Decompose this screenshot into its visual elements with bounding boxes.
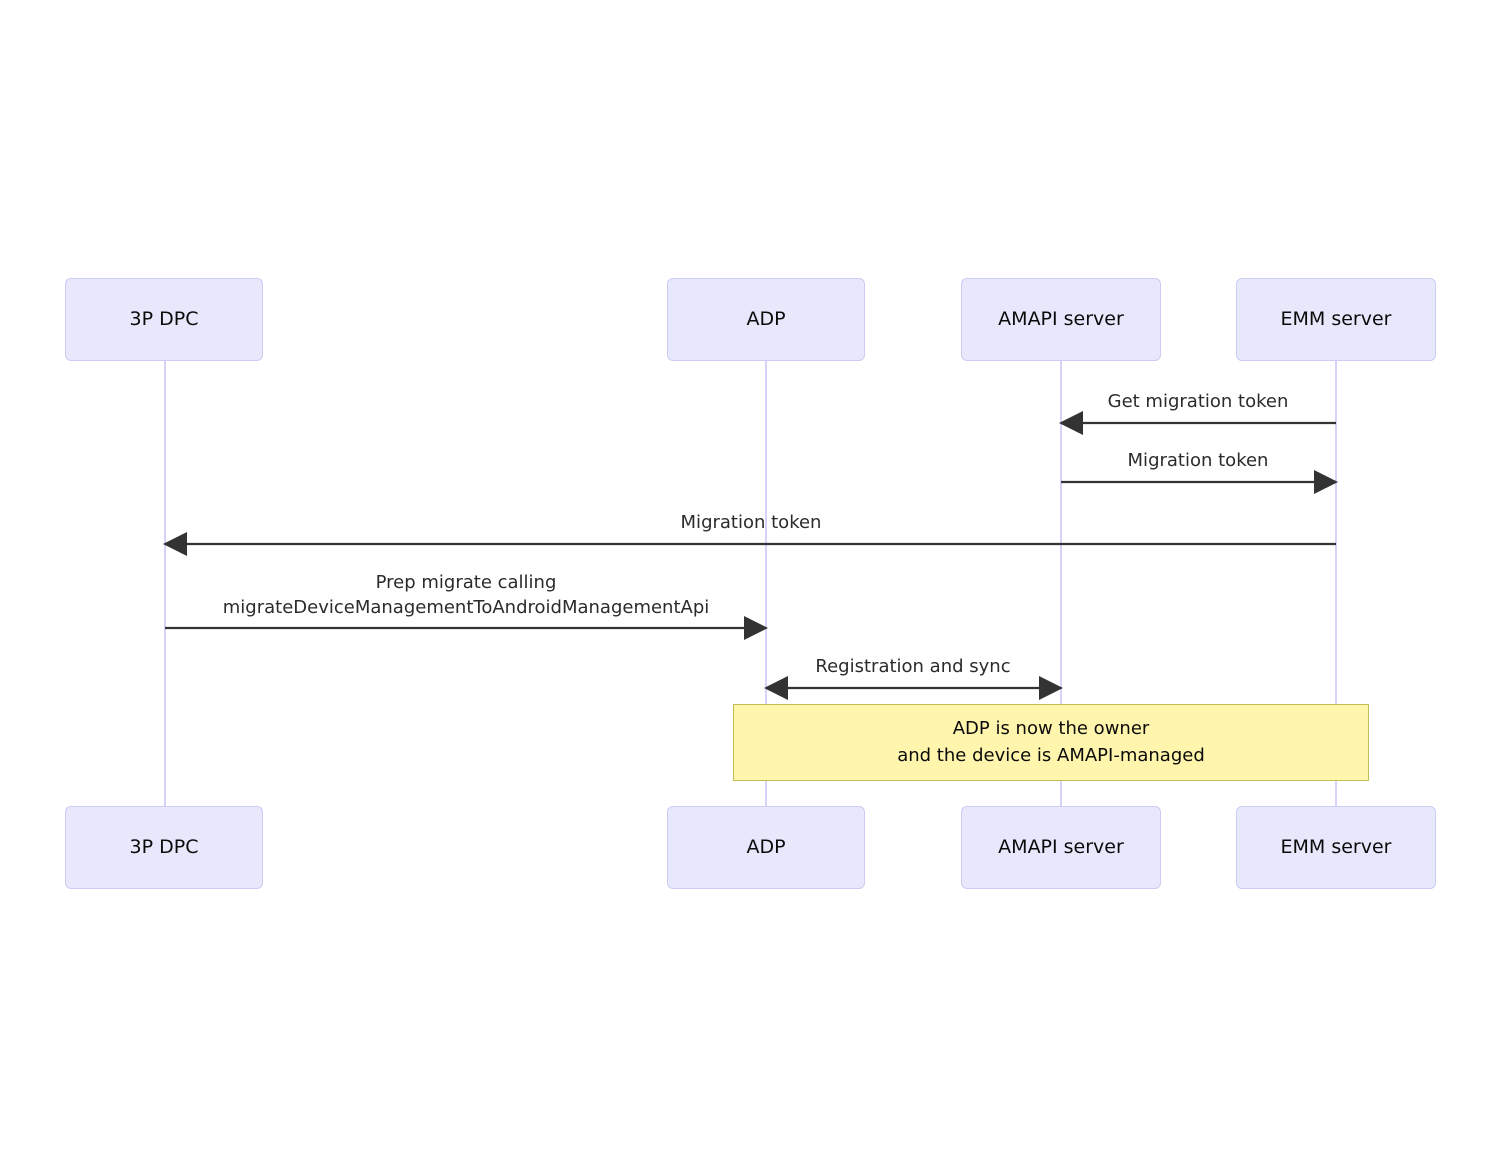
note-line: ADP is now the owner [952, 718, 1150, 740]
participant-label-amapi: AMAPI server [998, 308, 1124, 331]
message-label-m2: Migration token [1127, 450, 1269, 471]
note-line: and the device is AMAPI-managed [897, 744, 1205, 766]
message-label-m3: Migration token [680, 512, 822, 533]
participant-box-dpc-top: 3P DPC [65, 278, 263, 361]
message-label-m1: Get migration token [1107, 391, 1289, 412]
participant-box-emm-bottom: EMM server [1236, 806, 1436, 889]
participant-label-amapi: AMAPI server [998, 836, 1124, 859]
message-label-m5: Registration and sync [815, 656, 1011, 677]
participant-label-emm: EMM server [1280, 308, 1392, 331]
participant-box-amapi-top: AMAPI server [961, 278, 1161, 361]
participant-label-dpc: 3P DPC [129, 836, 199, 859]
participant-box-amapi-bottom: AMAPI server [961, 806, 1161, 889]
participant-box-emm-top: EMM server [1236, 278, 1436, 361]
participant-label-adp: ADP [746, 836, 786, 859]
participant-box-adp-bottom: ADP [667, 806, 865, 889]
note-box-n1: ADP is now the owner and the device is AM… [733, 704, 1369, 781]
message-label-m4: Prep migrate calling migrateDeviceManage… [222, 572, 710, 618]
participant-label-adp: ADP [746, 308, 786, 331]
message-arrows-group [162, 410, 1339, 701]
participant-label-emm: EMM server [1280, 836, 1392, 859]
participant-box-adp-top: ADP [667, 278, 865, 361]
participant-label-dpc: 3P DPC [129, 308, 199, 331]
participant-box-dpc-bottom: 3P DPC [65, 806, 263, 889]
